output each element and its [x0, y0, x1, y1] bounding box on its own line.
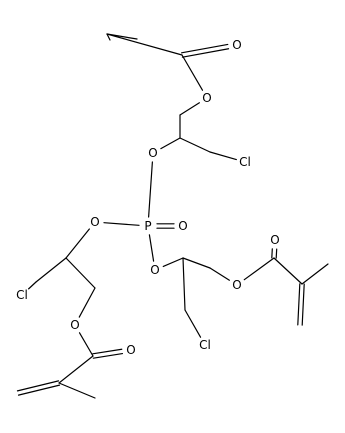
- atom-label-o-p-3: O: [150, 263, 159, 277]
- single-bond-line: [182, 257, 186, 311]
- atom-label-o-carbonyl-3: O: [270, 233, 279, 247]
- single-bond-line: [103, 222, 140, 226]
- single-bond-line: [160, 137, 181, 150]
- double-bond-line: [301, 283, 305, 326]
- atom-label-o-ester-3: O: [232, 278, 241, 292]
- double-bond-line: [16, 380, 60, 392]
- single-bond-line: [106, 33, 183, 56]
- atom-label-o-carbonyl-1: O: [232, 38, 241, 52]
- single-bond-line: [148, 234, 155, 262]
- atom-label-cl-1: Cl: [239, 155, 251, 169]
- atom-label-o-ester-1: O: [202, 91, 211, 105]
- single-bond-line: [162, 257, 184, 268]
- single-bond-line: [209, 267, 230, 281]
- double-bond-line: [297, 283, 301, 326]
- double-bond-line: [275, 248, 278, 259]
- double-bond-line: [92, 352, 124, 359]
- atom-label-cl-2: Cl: [16, 288, 28, 302]
- single-bond-line: [35, 257, 67, 283]
- bond-layer: [16, 33, 329, 399]
- single-bond-line: [58, 355, 94, 384]
- single-bond-line: [179, 137, 211, 153]
- atom-label-p: P: [144, 219, 151, 233]
- single-bond-line: [27, 281, 37, 290]
- double-bond-line: [181, 48, 230, 58]
- single-bond-line: [179, 102, 200, 116]
- single-bond-line: [78, 332, 94, 357]
- single-bond-line: [78, 287, 96, 318]
- double-bond-line: [181, 43, 229, 54]
- single-bond-line: [148, 161, 153, 218]
- atom-label-o-carbonyl-2: O: [126, 343, 135, 357]
- atom-label-o-double-p: O: [178, 219, 187, 233]
- single-bond-line: [58, 382, 96, 399]
- single-bond-line: [273, 257, 303, 285]
- single-bond-line: [181, 54, 204, 91]
- atom-label-o-p-1: O: [148, 146, 157, 160]
- atom-label-cl-3: Cl: [199, 338, 211, 352]
- single-bond-line: [209, 151, 237, 161]
- single-bond-line: [184, 309, 202, 338]
- single-bond-line: [182, 257, 211, 269]
- single-bond-line: [243, 257, 275, 281]
- single-bond-line: [106, 33, 111, 41]
- double-bond-line: [17, 384, 61, 396]
- double-bond-line: [92, 348, 123, 355]
- single-bond-line: [65, 228, 90, 259]
- atom-label-o-p-2: O: [90, 215, 99, 229]
- single-bond-line: [301, 263, 329, 285]
- atom-label-o-ester-2: O: [70, 318, 79, 332]
- double-bond-line: [271, 248, 273, 259]
- single-bond-line: [65, 257, 96, 289]
